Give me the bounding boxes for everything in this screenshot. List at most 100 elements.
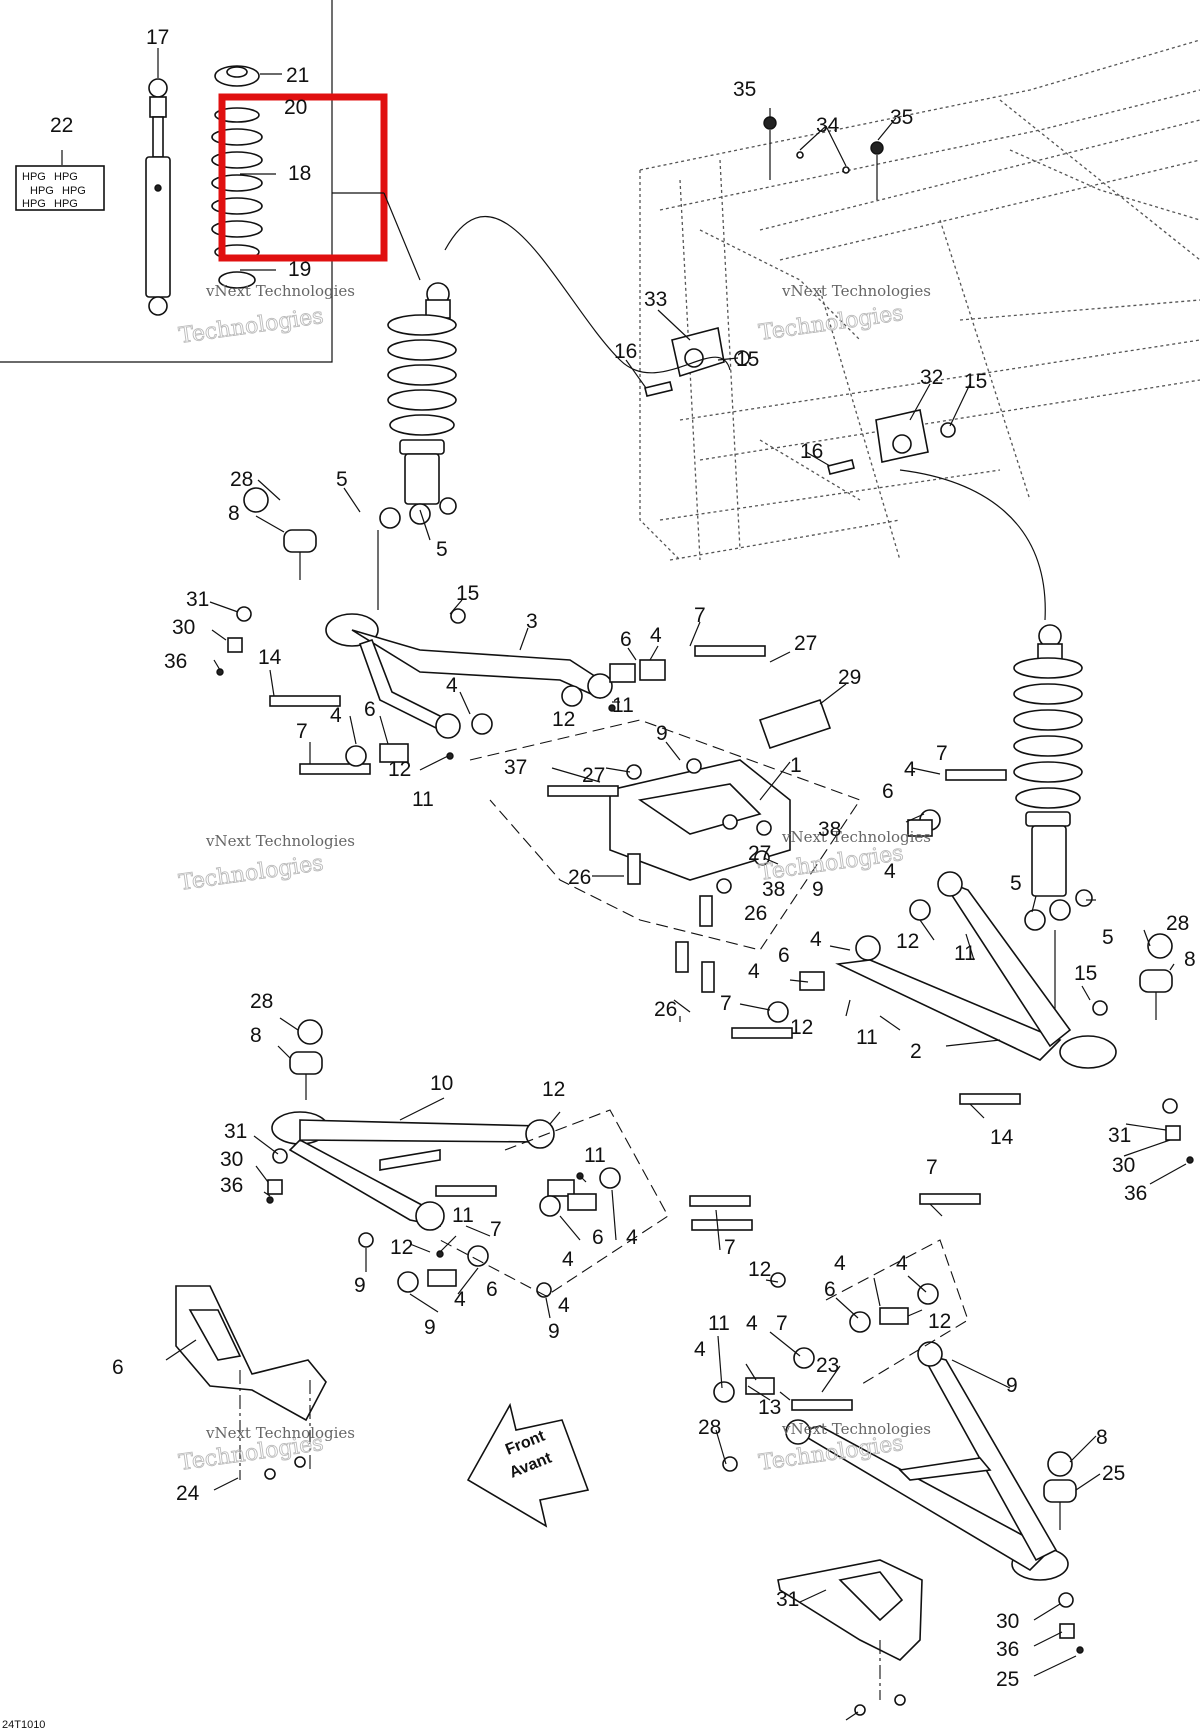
callout-number: 4 <box>330 704 342 727</box>
callout-number: 15 <box>736 348 759 371</box>
callout-number: 34 <box>816 114 840 137</box>
callout-number: 5 <box>336 468 348 491</box>
callout-number: 32 <box>920 366 943 389</box>
callout-number: 28 <box>1166 912 1189 935</box>
callout-number: 8 <box>1184 948 1196 971</box>
callout-number: 5 <box>1010 872 1022 895</box>
callout-number: 5 <box>1102 926 1114 949</box>
front-direction-arrow: Front Avant <box>466 1402 590 1528</box>
shock-inset: HPG HPG HPG HPG HPG HPG <box>0 0 421 363</box>
callout-number: 26 <box>744 902 767 925</box>
callout-number: 36 <box>1124 1182 1147 1205</box>
watermark-text: vNext Technologies <box>781 828 931 846</box>
callout-number: 35 <box>890 106 913 129</box>
callout-number: 6 <box>882 780 894 803</box>
decal-text-4: HPG <box>62 185 86 197</box>
callout-number: 28 <box>250 990 273 1013</box>
decal-text-3: HPG <box>30 185 54 197</box>
watermark-text: Technologies <box>757 301 905 346</box>
callout-number: 31 <box>776 1588 799 1611</box>
callout-number: 11 <box>412 788 434 811</box>
callout-number: 38 <box>762 878 785 901</box>
callout-number: 6 <box>778 944 790 967</box>
callout-number: 9 <box>1006 1374 1018 1397</box>
callout-number: 7 <box>936 742 948 765</box>
callout-number: 11 <box>954 942 976 965</box>
callout-number: 20 <box>284 96 307 119</box>
callout-number: 11 <box>452 1204 474 1227</box>
callout-number: 4 <box>810 928 822 951</box>
decal-text-2: HPG <box>54 171 78 183</box>
callout-number: 12 <box>552 708 575 731</box>
callout-number: 9 <box>354 1274 366 1297</box>
watermark-text: vNext Technologies <box>205 832 355 850</box>
callout-number: 7 <box>694 604 706 627</box>
callout-number: 36 <box>220 1174 243 1197</box>
callout-number: 30 <box>220 1148 243 1171</box>
callout-number: 4 <box>884 860 896 883</box>
callout-number: 21 <box>286 64 309 87</box>
callout-number: 4 <box>446 674 458 697</box>
callout-number: 4 <box>694 1338 706 1361</box>
callout-number: 6 <box>592 1226 604 1249</box>
callout-labels: 17 21 20 22 18 19 35 34 35 33 16 15 32 1… <box>50 26 1196 1691</box>
callout-number: 2 <box>910 1040 922 1063</box>
callout-number: 3 <box>526 610 538 633</box>
diagram-reference-code: 24T1010 <box>2 1719 45 1731</box>
callout-number: 4 <box>896 1252 908 1275</box>
hpg-decal-part: HPG HPG HPG HPG HPG HPG <box>15 165 105 211</box>
callout-number: 6 <box>620 628 632 651</box>
chassis-frame <box>639 39 1200 561</box>
callout-number: 1 <box>790 754 802 777</box>
callout-number: 12 <box>388 758 411 781</box>
callout-number: 4 <box>650 624 662 647</box>
callout-number: 4 <box>834 1252 846 1275</box>
callout-number: 36 <box>164 650 187 673</box>
callout-number: 15 <box>1074 962 1097 985</box>
callout-number: 18 <box>288 162 311 185</box>
highlight-box <box>218 93 388 262</box>
decal-text-5: HPG <box>22 198 46 210</box>
callout-number: 22 <box>50 114 73 137</box>
callout-number: 15 <box>964 370 987 393</box>
upper-right-a-arm <box>731 769 1194 1164</box>
callout-number: 12 <box>790 1016 813 1039</box>
callout-number: 16 <box>800 440 823 463</box>
callout-number: 27 <box>582 764 605 787</box>
left-shock-assembly <box>377 216 731 610</box>
callout-number: 9 <box>548 1320 560 1343</box>
callout-number: 5 <box>436 538 448 561</box>
watermark-text: Technologies <box>177 851 325 896</box>
upper-left-a-arm <box>216 487 766 775</box>
right-shock-assembly <box>899 469 1093 1010</box>
callout-number: 13 <box>758 1396 781 1419</box>
callout-number: 9 <box>812 878 824 901</box>
callout-number: 4 <box>558 1294 570 1317</box>
callout-number: 12 <box>390 1236 413 1259</box>
callout-number: 9 <box>424 1316 436 1339</box>
callout-number: 24 <box>176 1482 200 1505</box>
callout-number: 4 <box>562 1248 574 1271</box>
callout-number: 11 <box>584 1144 606 1167</box>
callout-number: 38 <box>818 818 841 841</box>
leader-lines <box>61 48 1187 1721</box>
callout-number: 16 <box>614 340 637 363</box>
callout-number: 12 <box>928 1310 951 1333</box>
callout-number: 7 <box>724 1236 736 1259</box>
callout-number: 26 <box>568 866 591 889</box>
callout-number: 14 <box>990 1126 1014 1149</box>
callout-number: 23 <box>816 1354 839 1377</box>
callout-number: 11 <box>612 694 634 717</box>
watermark-text: Technologies <box>177 304 325 349</box>
callout-number: 12 <box>542 1078 565 1101</box>
callout-number: 17 <box>146 26 169 49</box>
lower-left-a-arm <box>175 1019 751 1480</box>
callout-number: 14 <box>258 646 282 669</box>
callout-number: 8 <box>1096 1426 1108 1449</box>
callout-number: 31 <box>224 1120 247 1143</box>
callout-number: 7 <box>296 720 308 743</box>
callout-number: 12 <box>896 930 919 953</box>
callout-number: 7 <box>776 1312 788 1335</box>
callout-number: 27 <box>748 842 771 865</box>
